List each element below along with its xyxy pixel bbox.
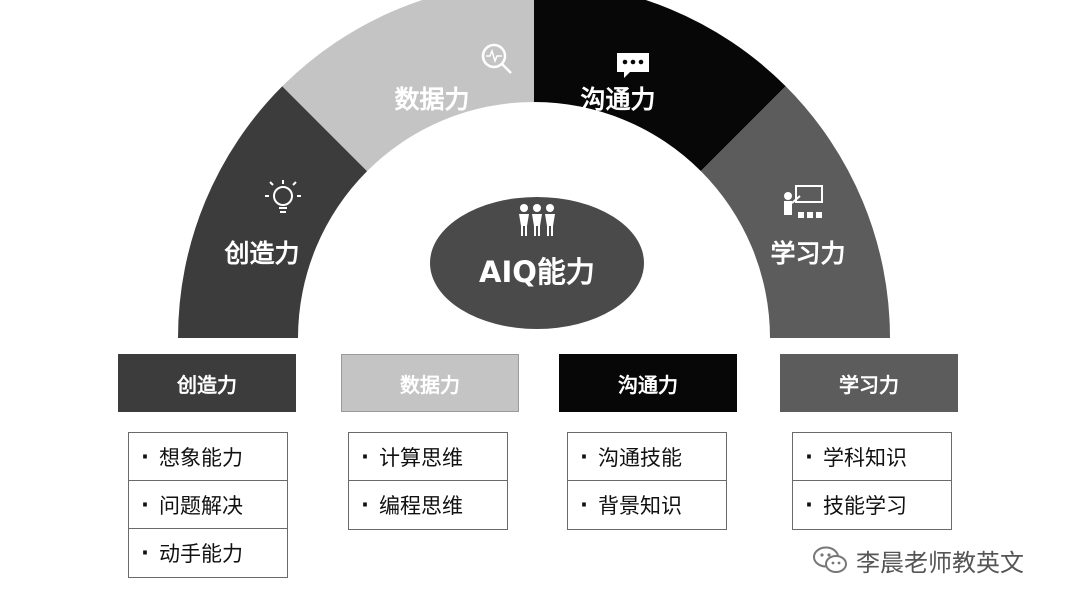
item-label: 计算思维 xyxy=(378,445,463,470)
list-item: · 沟通技能 xyxy=(568,433,726,481)
bullet: · xyxy=(805,444,813,469)
arc-segment-communication xyxy=(534,0,786,172)
arc-label-data: 数据力 xyxy=(394,85,469,114)
bullet: · xyxy=(361,493,369,517)
bullet: · xyxy=(141,444,149,469)
item-label: 沟通技能 xyxy=(597,445,682,470)
item-list-data: · 计算思维 · 编程思维 xyxy=(348,432,508,530)
item-list-learning: · 学科知识 · 技能学习 xyxy=(792,432,952,530)
magnifier-pulse-icon xyxy=(481,43,512,74)
bullet: · xyxy=(141,541,149,565)
arc-label-learning: 学习力 xyxy=(770,239,845,268)
lightbulb-icon xyxy=(265,180,301,213)
item-label: 想象能力 xyxy=(158,445,243,470)
chat-bubble-icon xyxy=(617,53,649,78)
arc-label-creativity: 创造力 xyxy=(223,239,299,268)
item-label: 问题解决 xyxy=(158,493,243,518)
list-item: · 想象能力 xyxy=(129,433,287,481)
arc-segment-creativity xyxy=(178,86,368,338)
item-label: 动手能力 xyxy=(158,542,243,566)
list-item: · 问题解决 xyxy=(129,481,287,529)
teacher-board-icon xyxy=(784,185,823,218)
item-label: 学科知识 xyxy=(822,445,907,470)
category-header-creativity: 创造力 xyxy=(118,354,296,412)
list-item: · 计算思维 xyxy=(349,433,507,481)
bullet: · xyxy=(580,493,588,517)
category-header-communication: 沟通力 xyxy=(559,354,737,412)
bullet: · xyxy=(141,492,149,517)
item-list-creativity: · 想象能力 · 问题解决 · 动手能力 xyxy=(128,432,288,578)
arc-segment-data xyxy=(282,0,534,172)
watermark: 李晨老师教英文 xyxy=(812,540,1024,580)
people-icon xyxy=(519,204,555,236)
bullet: · xyxy=(805,493,813,517)
category-header-data: 数据力 xyxy=(341,354,519,412)
list-item: · 编程思维 xyxy=(349,481,507,529)
arc-label-communication: 沟通力 xyxy=(580,85,655,114)
item-label: 编程思维 xyxy=(378,494,463,518)
wechat-icon xyxy=(813,546,847,573)
list-item: · 技能学习 xyxy=(793,481,951,529)
center-label: AIQ能力 xyxy=(479,255,595,289)
category-header-learning: 学习力 xyxy=(780,354,958,412)
center-ellipse xyxy=(430,197,644,329)
list-item: · 学科知识 xyxy=(793,433,951,481)
list-item: · 动手能力 xyxy=(129,529,287,577)
watermark-text: 李晨老师教英文 xyxy=(856,548,1024,577)
list-item: · 背景知识 xyxy=(568,481,726,529)
bullet: · xyxy=(361,444,369,469)
arc-segment-learning xyxy=(700,86,890,338)
item-list-communication: · 沟通技能 · 背景知识 xyxy=(567,432,727,530)
bullet: · xyxy=(580,444,588,469)
item-label: 背景知识 xyxy=(597,494,682,518)
arc-segments xyxy=(178,0,890,338)
item-label: 技能学习 xyxy=(822,494,907,518)
